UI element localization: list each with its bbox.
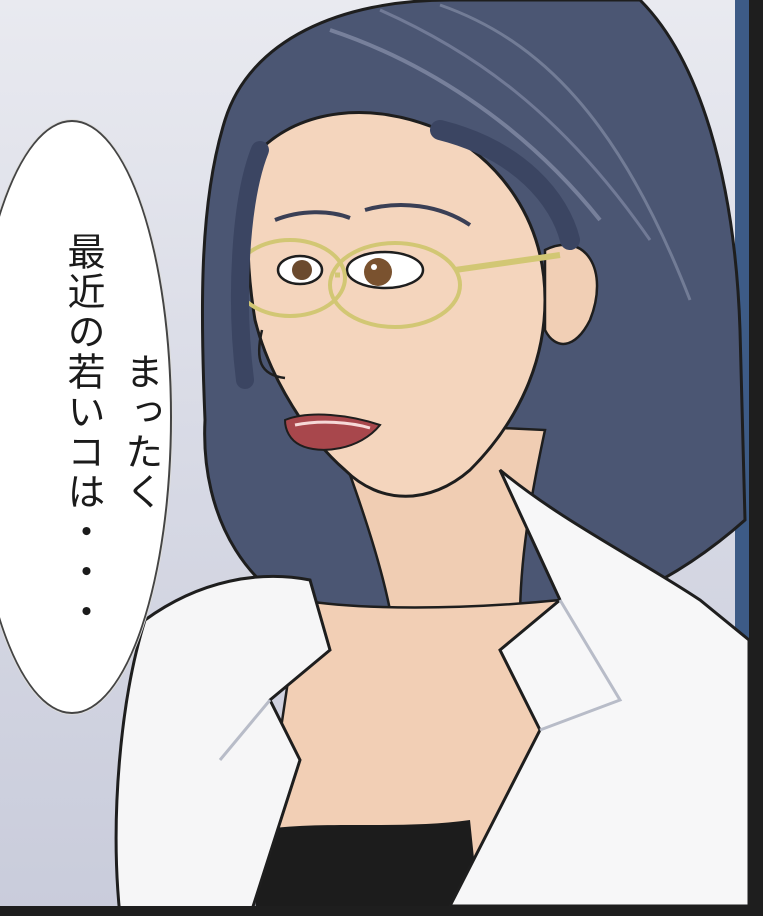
speech-balloon: まったく 最近の若いコは・・・ <box>0 120 172 714</box>
hair-highlight <box>379 8 652 241</box>
speech-line-1: まったく <box>119 352 163 512</box>
collar-shadow <box>539 599 623 732</box>
hair-highlight <box>439 3 692 301</box>
speech-text: まったく 最近の若いコは・・・ <box>0 172 170 692</box>
hair-front-strand <box>430 120 580 250</box>
iris-left <box>292 260 312 280</box>
collar-shadow <box>218 699 272 761</box>
hair-highlight <box>329 28 602 222</box>
eyebrow-left <box>274 210 351 222</box>
speech-line-2: 最近の若いコは・・・ <box>61 232 105 632</box>
eyebrow-right <box>364 203 472 227</box>
inner-top <box>255 820 480 916</box>
teeth <box>294 420 371 430</box>
lab-coat-left <box>114 574 332 916</box>
glasses-lens-right <box>328 241 462 329</box>
glasses-temple <box>454 252 561 273</box>
hair-front-strand <box>231 141 269 389</box>
nose <box>257 329 286 380</box>
iris-right <box>364 258 392 286</box>
eye-highlight <box>371 264 377 270</box>
